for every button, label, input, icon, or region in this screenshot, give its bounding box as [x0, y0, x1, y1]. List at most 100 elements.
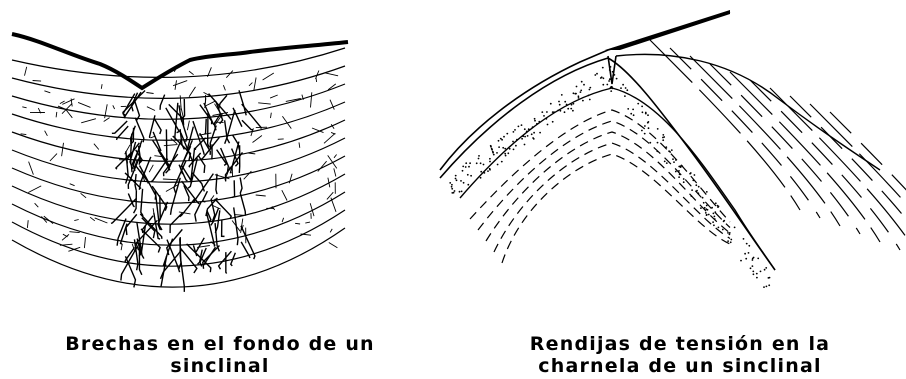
stipple-dot	[609, 66, 612, 68]
stipple-dot	[682, 178, 685, 180]
stipple-dot	[490, 145, 492, 148]
stipple-dot	[497, 139, 500, 142]
fracture-mark	[120, 246, 138, 281]
stipple-dot	[507, 152, 510, 155]
fracture-mark	[333, 154, 337, 159]
fracture-mark	[206, 112, 211, 148]
fracture-mark	[153, 212, 161, 240]
stipple-dot	[767, 277, 770, 279]
fracture-mark	[216, 149, 228, 166]
bedding-line	[649, 39, 801, 211]
fracture-mark	[269, 94, 278, 99]
fracture-mark	[138, 242, 143, 276]
fracture-mark	[152, 208, 155, 218]
stipple-dot	[632, 114, 635, 117]
fracture-mark	[208, 93, 232, 120]
stipple-dot	[765, 285, 768, 288]
fracture-mark	[239, 177, 243, 194]
stratum-line	[11, 137, 346, 183]
fracture-mark	[61, 103, 73, 115]
tension-cracks-figure: Rendijas de tensión en la charnela de un…	[430, 0, 906, 379]
shale-bed	[485, 131, 731, 242]
stipple-dot	[662, 139, 665, 142]
stratum-line	[11, 155, 346, 204]
fracture-mark	[77, 101, 91, 108]
stipple-dot	[454, 174, 457, 177]
stipple-dot	[717, 226, 720, 229]
stipple-dot	[756, 276, 758, 279]
stipple-dot	[705, 208, 708, 211]
fracture-mark	[220, 220, 225, 238]
stipple-dot	[646, 121, 649, 124]
fracture-mark	[210, 195, 215, 201]
stipple-dot	[527, 128, 530, 131]
stipple-dot	[520, 124, 523, 126]
stipple-dot	[468, 165, 470, 168]
fracture-mark	[41, 216, 48, 223]
fracture-mark	[255, 194, 266, 197]
fracture-mark	[179, 254, 186, 292]
fracture-mark	[215, 173, 218, 195]
stipple-dot	[454, 177, 457, 180]
fracture-mark	[170, 137, 178, 145]
stipple-dot	[768, 284, 771, 287]
stipple-dot	[615, 77, 618, 80]
stipple-dot	[546, 123, 549, 126]
stipple-dot	[512, 148, 515, 151]
stipple-dot	[673, 161, 675, 164]
fracture-mark	[165, 184, 178, 192]
stipple-dot	[475, 162, 478, 165]
stipple-dot	[492, 153, 495, 156]
stipple-dot	[672, 158, 674, 161]
fracture-mark	[252, 135, 263, 143]
erosion-surface	[11, 32, 349, 91]
fracture-mark	[123, 91, 142, 117]
stipple-dot	[612, 74, 615, 76]
fracture-mark	[323, 132, 336, 144]
caption-line-1: Rendijas de tensión en la	[529, 333, 831, 355]
stipple-dot	[489, 157, 491, 160]
stipple-dot	[705, 214, 708, 217]
fracture-mark	[270, 112, 272, 119]
stipple-dot	[565, 103, 568, 106]
fracture-mark	[135, 165, 149, 184]
fracture-mark	[89, 216, 96, 222]
fracture-mark	[49, 153, 58, 162]
stipple-dot	[539, 131, 541, 134]
fracture-mark	[24, 66, 28, 76]
stipple-dot	[705, 191, 708, 193]
fracture-mark	[194, 201, 203, 222]
bedding-line	[829, 111, 906, 191]
fracture-mark	[230, 148, 239, 167]
stipple-dot	[749, 267, 752, 270]
fracture-mark	[146, 106, 156, 111]
stipple-dot	[643, 132, 646, 135]
fracture-mark	[162, 178, 179, 181]
fracture-mark	[134, 174, 137, 191]
stipple-dot	[693, 174, 696, 176]
stipple-dot	[714, 202, 717, 205]
fracture-mark	[93, 143, 100, 150]
shale-bed	[477, 120, 731, 231]
stipple-dot	[701, 196, 704, 199]
fracture-mark	[214, 103, 222, 116]
fracture-mark	[165, 228, 183, 256]
fracture-mark	[288, 173, 293, 184]
bedding-line	[749, 79, 901, 251]
fracture-mark	[120, 243, 123, 251]
fracture-mark	[159, 249, 182, 280]
fracture-mark	[231, 220, 241, 232]
fracture-mark	[127, 156, 141, 189]
stipple-dot	[570, 103, 573, 106]
fracture-mark	[28, 161, 34, 175]
stipple-dot	[496, 163, 499, 166]
fracture-mark	[179, 129, 185, 150]
stipple-dot	[512, 131, 515, 133]
stipple-dot	[523, 143, 526, 146]
stipple-dot	[516, 138, 518, 141]
fold-outer-arch	[439, 57, 776, 271]
stipple-dot	[524, 135, 526, 138]
stipple-dot	[526, 135, 529, 137]
stipple-dot	[534, 119, 536, 122]
fracture-mark	[262, 72, 275, 81]
